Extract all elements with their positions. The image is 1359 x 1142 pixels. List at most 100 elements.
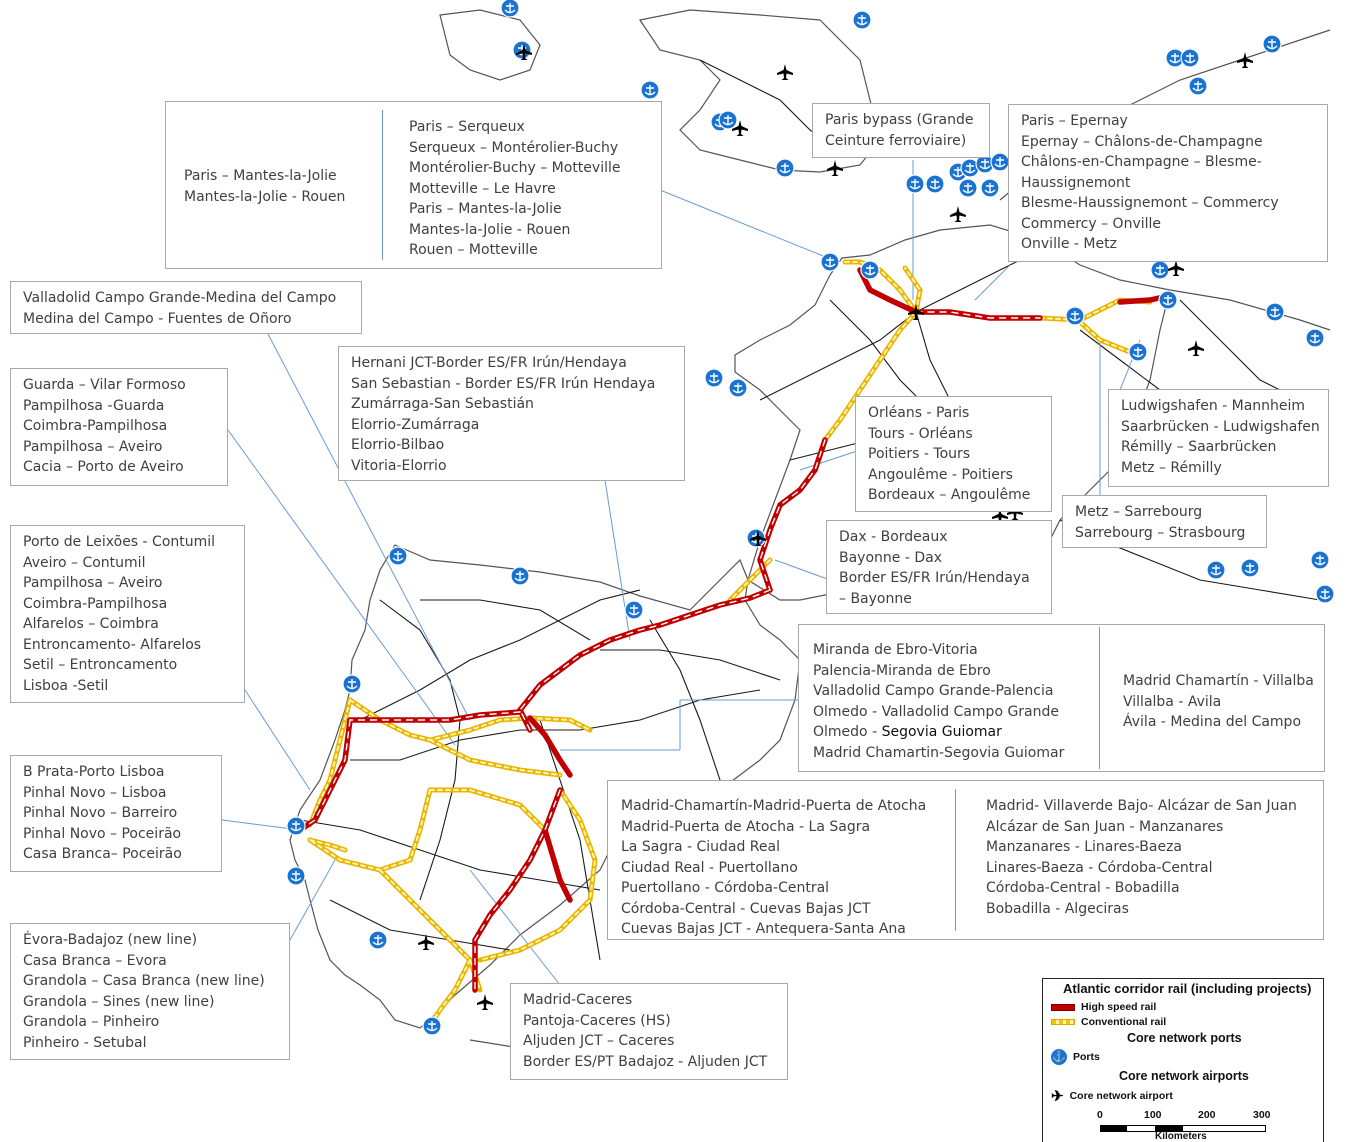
box-divider bbox=[382, 110, 383, 260]
anchor-glyph bbox=[708, 373, 720, 384]
box-hernani: Hernani JCT-Border ES/FR Irún/Hendaya Sa… bbox=[338, 346, 685, 481]
anchor-glyph bbox=[1154, 265, 1166, 276]
box-line: Orléans - Paris bbox=[868, 405, 970, 421]
box-line: Pinhal Novo – Lisboa bbox=[23, 784, 167, 801]
box-line: Paris – Mantes-la-Jolie bbox=[409, 201, 562, 217]
port-marker bbox=[510, 566, 530, 586]
port-marker bbox=[852, 10, 872, 30]
box-line: Elorrio-Bilbao bbox=[351, 437, 445, 453]
box-line: Tours - Orléans bbox=[868, 425, 973, 442]
anchor-glyph bbox=[962, 183, 974, 194]
box-line: Coimbra-Pampilhosa bbox=[23, 418, 168, 434]
anchor-glyph bbox=[1314, 555, 1326, 566]
airplane-icon bbox=[516, 44, 532, 60]
box-line: Paris – Epernay bbox=[1021, 113, 1128, 129]
box-line-part: Olmedo - bbox=[813, 724, 882, 740]
anchor-glyph bbox=[1309, 333, 1321, 344]
port-marker bbox=[1180, 48, 1200, 68]
airplane-icon bbox=[908, 304, 924, 320]
box-atocha-villaverde: Madrid-Chamartín-Madrid-Puerta de Atocha… bbox=[607, 780, 1324, 940]
anchor-glyph bbox=[1269, 307, 1281, 318]
port-marker bbox=[1262, 34, 1282, 54]
box-leixoes: Porto de Leixões - Contumil Aveiro – Con… bbox=[10, 525, 245, 703]
airplane-icon bbox=[477, 994, 493, 1010]
airplane-icon bbox=[1168, 260, 1184, 276]
box-line: Pinheiro - Setubal bbox=[23, 1034, 147, 1051]
box-line: Rouen – Motteville bbox=[409, 242, 538, 258]
box-metz-sarrebourg: Metz – Sarrebourg Sarrebourg – Strasbour… bbox=[1062, 495, 1267, 548]
box-line: Valladolid Campo Grande-Palencia bbox=[813, 683, 1054, 699]
port-marker bbox=[342, 674, 362, 694]
box-line: Madrid- Villaverde Bajo- Alcázar de San … bbox=[986, 798, 1297, 814]
anchor-glyph bbox=[1169, 53, 1181, 64]
box-line: Metz – Rémilly bbox=[1121, 459, 1222, 476]
box-line: Dax - Bordeaux bbox=[839, 529, 948, 545]
box-line: Mantes-la-Jolie - Rouen bbox=[409, 221, 571, 238]
anchor-glyph bbox=[504, 3, 516, 14]
box-line: La Sagra - Ciudad Real bbox=[621, 839, 780, 855]
port-marker bbox=[1158, 290, 1178, 310]
box-line: Porto de Leixões - Contumil bbox=[23, 534, 216, 550]
port-marker bbox=[1310, 550, 1330, 570]
box-line: Paris bypass (Grande bbox=[825, 112, 974, 128]
airplane-icon bbox=[777, 64, 793, 80]
port-marker bbox=[980, 178, 1000, 198]
anchor-glyph bbox=[1319, 589, 1331, 600]
port-marker bbox=[388, 546, 408, 566]
box-line: Bordeaux – Angoulême bbox=[868, 487, 1031, 503]
port-marker bbox=[1305, 328, 1325, 348]
box-line: Mantes-la-Jolie - Rouen bbox=[184, 188, 346, 205]
anchor-glyph bbox=[856, 15, 868, 26]
scale-tick: 0 bbox=[1097, 1109, 1103, 1121]
anchor-glyph bbox=[1192, 81, 1204, 92]
anchor-glyph bbox=[779, 163, 791, 174]
box-orleans: Orléans - Paris Tours - Orléans Poitiers… bbox=[855, 396, 1052, 512]
box-line: Haussignemont bbox=[1021, 174, 1131, 191]
box-line: Palencia-Miranda de Ebro bbox=[813, 662, 991, 679]
port-marker bbox=[960, 158, 980, 178]
box-line: Motteville – Le Havre bbox=[409, 180, 556, 197]
box-line: Lisboa -Setil bbox=[23, 677, 109, 694]
box-line: Casa Branca – Evora bbox=[23, 952, 167, 969]
port-marker bbox=[925, 174, 945, 194]
box-line: Paris – Mantes-la-Jolie bbox=[184, 168, 337, 184]
box-line: Rémilly – Saarbrücken bbox=[1121, 439, 1277, 455]
box-line: Pinhal Novo – Poceirão bbox=[23, 825, 182, 842]
box-divider bbox=[955, 789, 956, 931]
box-bprata: B Prata-Porto Lisboa Pinhal Novo – Lisbo… bbox=[10, 755, 222, 872]
scale-tick: 200 bbox=[1198, 1109, 1216, 1121]
scale-tick: 300 bbox=[1253, 1109, 1271, 1121]
box-paris-rouen: Paris – Mantes-la-Jolie Mantes-la-Jolie … bbox=[165, 101, 662, 269]
port-marker bbox=[624, 600, 644, 620]
anchor-glyph bbox=[290, 821, 302, 832]
box-line: Bayonne - Dax bbox=[839, 549, 942, 566]
port-marker bbox=[1128, 342, 1148, 362]
box-valladolid-medina: Valladolid Campo Grande-Medina del Campo… bbox=[10, 281, 362, 334]
box-line: Cuevas Bajas JCT - Antequera-Santa Ana bbox=[621, 921, 906, 937]
box-line: Olmedo - Valladolid Campo Grande bbox=[813, 703, 1060, 720]
legend-label: Core network airport bbox=[1069, 1090, 1173, 1102]
box-line: Córdoba-Central - Bobadilla bbox=[986, 880, 1180, 896]
box-line: Hernani JCT-Border ES/FR Irún/Hendaya bbox=[351, 355, 627, 371]
port-marker bbox=[286, 866, 306, 886]
box-line: Villalba - Avila bbox=[1123, 693, 1222, 710]
anchor-glyph bbox=[628, 605, 640, 616]
anchor-glyph bbox=[1244, 563, 1256, 574]
box-line: Madrid-Caceres bbox=[523, 992, 633, 1008]
port-marker bbox=[640, 80, 660, 100]
box-line: Manzanares - Linares-Baeza bbox=[986, 839, 1182, 855]
scale-unit: Kilometers bbox=[1155, 1131, 1207, 1142]
box-ludwigshafen: Ludwigshafen - Mannheim Saarbrücken - Lu… bbox=[1108, 389, 1329, 487]
airplane-icon bbox=[1188, 340, 1204, 356]
legend-item-airport: ✈ Core network airport bbox=[1051, 1087, 1173, 1105]
airplane-icon bbox=[1237, 52, 1253, 68]
box-caceres: Madrid-Caceres Pantoja-Caceres (HS) Alju… bbox=[510, 983, 788, 1080]
airplane-icon bbox=[827, 160, 843, 176]
box-line: Border ES/FR Irún/Hendaya bbox=[839, 570, 1030, 586]
anchor-glyph bbox=[1162, 295, 1174, 306]
anchor-glyph bbox=[392, 551, 404, 562]
box-line: Córdoba-Central - Cuevas Bajas JCT bbox=[621, 900, 871, 917]
anchor-glyph bbox=[994, 157, 1006, 168]
legend-item-conventional: Conventional rail bbox=[1051, 1016, 1166, 1028]
box-line: Zumárraga-San Sebastián bbox=[351, 396, 534, 412]
